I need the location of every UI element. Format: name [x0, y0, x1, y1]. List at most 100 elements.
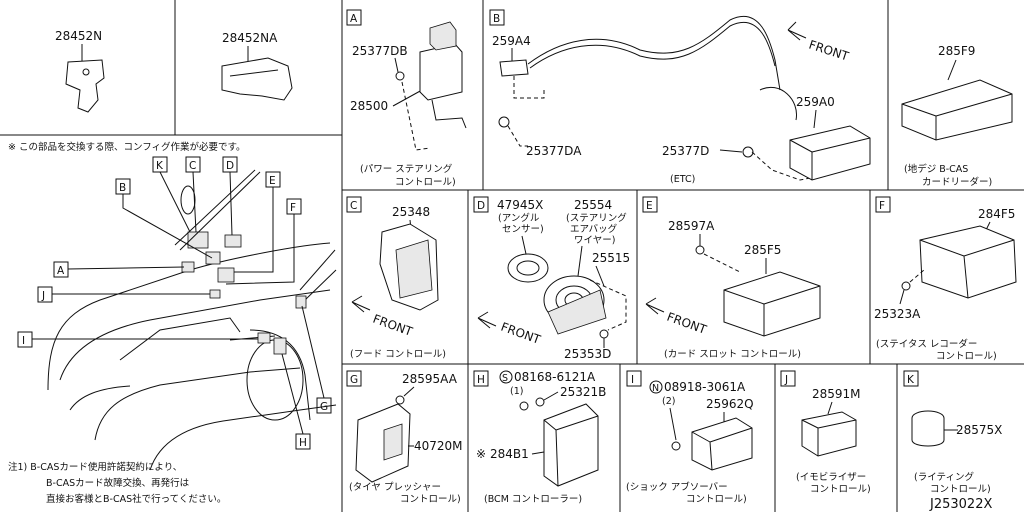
panel-letter: H — [477, 374, 485, 386]
callout-e: E — [234, 171, 281, 273]
bcm-controller-icon — [543, 403, 599, 487]
panel-28452na: 28452NA — [221, 31, 293, 101]
svg-text:I: I — [22, 335, 25, 347]
caption-line: コントロール) — [810, 484, 871, 495]
panel-a: A 25377DB 28500 (パワー ステアリング コントロール) — [346, 9, 467, 188]
callout-j: J — [37, 286, 210, 303]
callout-k: K — [152, 156, 191, 233]
callout-b: B — [115, 178, 213, 259]
part-number: 25554 — [574, 198, 612, 212]
etc-unit-icon — [789, 125, 871, 181]
panel-i: I N 08918-3061A (2) 25962Q (ショック アブソーバー … — [626, 370, 754, 505]
caption-line: コントロール) — [395, 177, 456, 188]
front-arrow-icon — [351, 295, 371, 313]
part-number: 47945X — [497, 198, 543, 212]
star-mark: ※ — [476, 447, 486, 461]
caption-line: (フード コントロール) — [350, 349, 446, 360]
screw-icon — [519, 401, 529, 411]
part-number: 259A4 — [492, 34, 531, 48]
caption-line: コントロール) — [936, 351, 997, 362]
panel-letter: B — [493, 13, 500, 25]
svg-text:S: S — [502, 373, 508, 384]
svg-text:C: C — [189, 160, 196, 172]
panel-letter: F — [879, 200, 885, 212]
part-number: 285F5 — [744, 243, 781, 257]
bolt-icon — [535, 397, 545, 407]
angle-sensor-icon — [507, 253, 549, 283]
status-recorder-icon — [919, 225, 1017, 299]
front-arrow-icon — [645, 297, 665, 315]
svg-text:J: J — [41, 290, 45, 302]
panel-d: D 47945X (アングル センサー) 25554 (ステアリング エアバッグ… — [473, 196, 630, 361]
nut-icon — [671, 441, 681, 451]
part-number: 28452NA — [222, 31, 278, 45]
immobilizer-icon — [801, 411, 857, 457]
config-note: ※ この部品を交換する際、コンフィグ作業が必要です。 — [8, 141, 246, 153]
bolt-icon — [901, 281, 911, 291]
panel-f: F 284F5 25323A (ステイタス レコーダー コントロール) — [874, 196, 1017, 362]
callout-h: H — [281, 353, 311, 450]
panel-28452n: 28452N — [55, 29, 105, 113]
nut-n-mark-icon — [649, 380, 663, 394]
caption-line: カードリーダー) — [922, 176, 992, 188]
caption-line: (ステイタス レコーダー — [876, 338, 977, 350]
callout-d: D — [222, 156, 238, 236]
panel-letter: D — [477, 200, 485, 212]
part-number: 25962Q — [706, 397, 754, 411]
callout-a: A — [53, 261, 185, 278]
caption-line: (BCM コントローラー) — [484, 494, 582, 505]
panel-letter: C — [350, 200, 357, 212]
panel-letter: I — [631, 374, 634, 386]
part-number: 284B1 — [490, 447, 529, 461]
caption-line: (ショック アブソーバー — [626, 481, 728, 493]
front-label: FRONT — [499, 320, 543, 347]
bracket-icon — [221, 57, 293, 101]
callout-i: I — [17, 331, 258, 348]
bolt-icon — [395, 71, 405, 81]
drawing-id: J253022X — [929, 497, 992, 512]
panel-e: E 28597A 285F5 FRONT (カード スロット コントロール) — [642, 196, 821, 360]
part-number: 28500 — [350, 99, 388, 113]
svg-text:A: A — [57, 265, 65, 277]
antenna-icon — [499, 59, 529, 77]
svg-text:F: F — [290, 202, 296, 214]
panel-letter: J — [784, 374, 788, 386]
part-number: 28575X — [956, 423, 1002, 437]
quantity: (1) — [510, 386, 523, 397]
note-line-2: B-CASカード故障交換、再発行は — [46, 477, 190, 489]
svg-text:D: D — [226, 160, 234, 172]
bolt-icon — [695, 245, 705, 255]
tire-pressure-control-icon — [355, 403, 411, 483]
svg-text:G: G — [320, 401, 328, 413]
part-number: 25353D — [564, 347, 611, 361]
svg-text:N: N — [652, 383, 659, 394]
svg-text:H: H — [299, 437, 307, 449]
part-number: 40720M — [414, 439, 463, 453]
front-label: FRONT — [371, 312, 415, 339]
note-line-3: 直接お客様とB-CAS社で行ってください。 — [46, 493, 226, 505]
part-number: 25515 — [592, 251, 630, 265]
note-line-1: 注1) B-CASカード使用許諾契約により、 — [8, 461, 182, 473]
panel-g: G 28595AA 40720M (タイヤ プレッシャー コントロール) — [346, 370, 463, 505]
screw-s-mark-icon — [499, 370, 513, 384]
panel-letter: A — [350, 13, 358, 25]
panel-k: K 28575X (ライティング コントロール) — [903, 370, 1002, 495]
panel-j: J 28591M (イモビライザー コントロール) — [780, 370, 871, 495]
panel-285f9: 285F9 (地デジ B-CAS カードリーダー) — [901, 44, 1013, 188]
part-number: 25321B — [560, 385, 606, 399]
caption-line: (ライティング — [914, 471, 974, 483]
bracket-icon — [65, 59, 105, 113]
screw-icon — [599, 329, 609, 339]
part-number: 284F5 — [978, 207, 1015, 221]
quantity: (2) — [662, 396, 675, 407]
svg-text:K: K — [156, 160, 164, 172]
caption-line: (地デジ B-CAS — [904, 163, 968, 175]
part-number: 285F9 — [938, 44, 975, 58]
caption-line: (タイヤ プレッシャー — [349, 482, 441, 493]
part-number: 08168-6121A — [514, 370, 596, 384]
part-number: 259A0 — [796, 95, 835, 109]
panel-c: C 25348 FRONT (フード コントロール) — [346, 196, 446, 360]
note-line: (アングル — [498, 212, 540, 224]
